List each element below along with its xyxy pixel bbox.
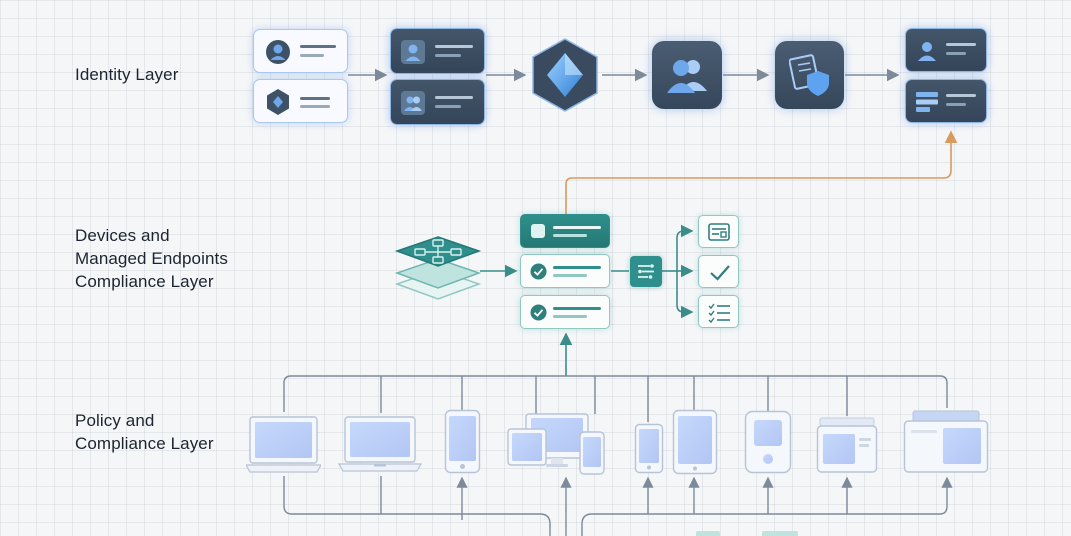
multi-device-icon: [507, 413, 605, 475]
checklist-icon: [708, 303, 730, 324]
check-card-icon: [530, 304, 547, 321]
approved-output: [698, 255, 739, 288]
users-group-tile: [652, 41, 722, 109]
user-directory-card: [390, 28, 485, 74]
branch-bottom: [676, 271, 694, 319]
handheld-device: [744, 410, 792, 474]
tablet-icon: [672, 409, 718, 475]
user-profile-icon: [266, 40, 290, 64]
handheld-icon: [744, 410, 792, 474]
large-display: [903, 409, 989, 475]
devices-layer-label: Devices and Managed Endpoints Compliance…: [75, 226, 228, 291]
laptop-2: [337, 415, 423, 474]
phone-icon: [444, 409, 481, 474]
layer-stack-icon: [394, 236, 482, 300]
checklist-output: [698, 295, 739, 328]
flow-filter-node: [630, 256, 662, 287]
identity-layer-label: Identity Layer: [75, 65, 179, 84]
server-list-icon: [916, 92, 938, 112]
partial-bottom-node-1: [696, 531, 720, 536]
branch-top: [676, 224, 694, 271]
feedback-connector: [565, 130, 958, 214]
group-directory-card: [390, 79, 485, 125]
checkmark-icon: [710, 265, 730, 281]
settings-card-icon: [531, 224, 545, 238]
partial-bottom-node-2: [762, 531, 798, 536]
shield-document-icon: [789, 54, 829, 96]
panel-output: [698, 215, 739, 248]
compliant-card-1: [520, 254, 610, 288]
panel-icon: [708, 223, 730, 241]
user-stack-icon: [918, 42, 936, 61]
azure-diamond-icon: [532, 38, 598, 112]
display-icon: [903, 410, 989, 473]
phone-icon: [634, 423, 664, 474]
phone-2: [634, 423, 664, 475]
user-profile-card: [253, 29, 348, 73]
user-card-icon: [401, 40, 425, 64]
identity-output-server-card: [905, 79, 987, 123]
desktop-monitor: [816, 416, 878, 476]
flow-filter-icon: [638, 264, 654, 279]
security-policy-tile: [775, 41, 844, 109]
hexagon-badge-card: [253, 79, 348, 123]
laptop-1: [244, 415, 323, 475]
compliant-card-2: [520, 295, 610, 329]
azure-identity-hub: [529, 36, 601, 114]
check-card-icon: [530, 263, 547, 280]
laptop-icon: [337, 416, 423, 472]
tablet: [672, 409, 718, 475]
group-card-icon: [401, 91, 425, 115]
monitor-icon: [816, 417, 878, 473]
phone-1: [444, 409, 481, 475]
hexagon-badge-icon: [267, 89, 289, 115]
multi-device-group: [506, 412, 606, 476]
settings-card: [520, 214, 610, 248]
users-group-icon: [667, 60, 707, 93]
identity-output-user-card: [905, 28, 987, 72]
upper-bus: [283, 375, 948, 412]
policy-layer-label: Policy and Compliance Layer: [75, 411, 214, 453]
laptop-icon: [244, 416, 323, 473]
